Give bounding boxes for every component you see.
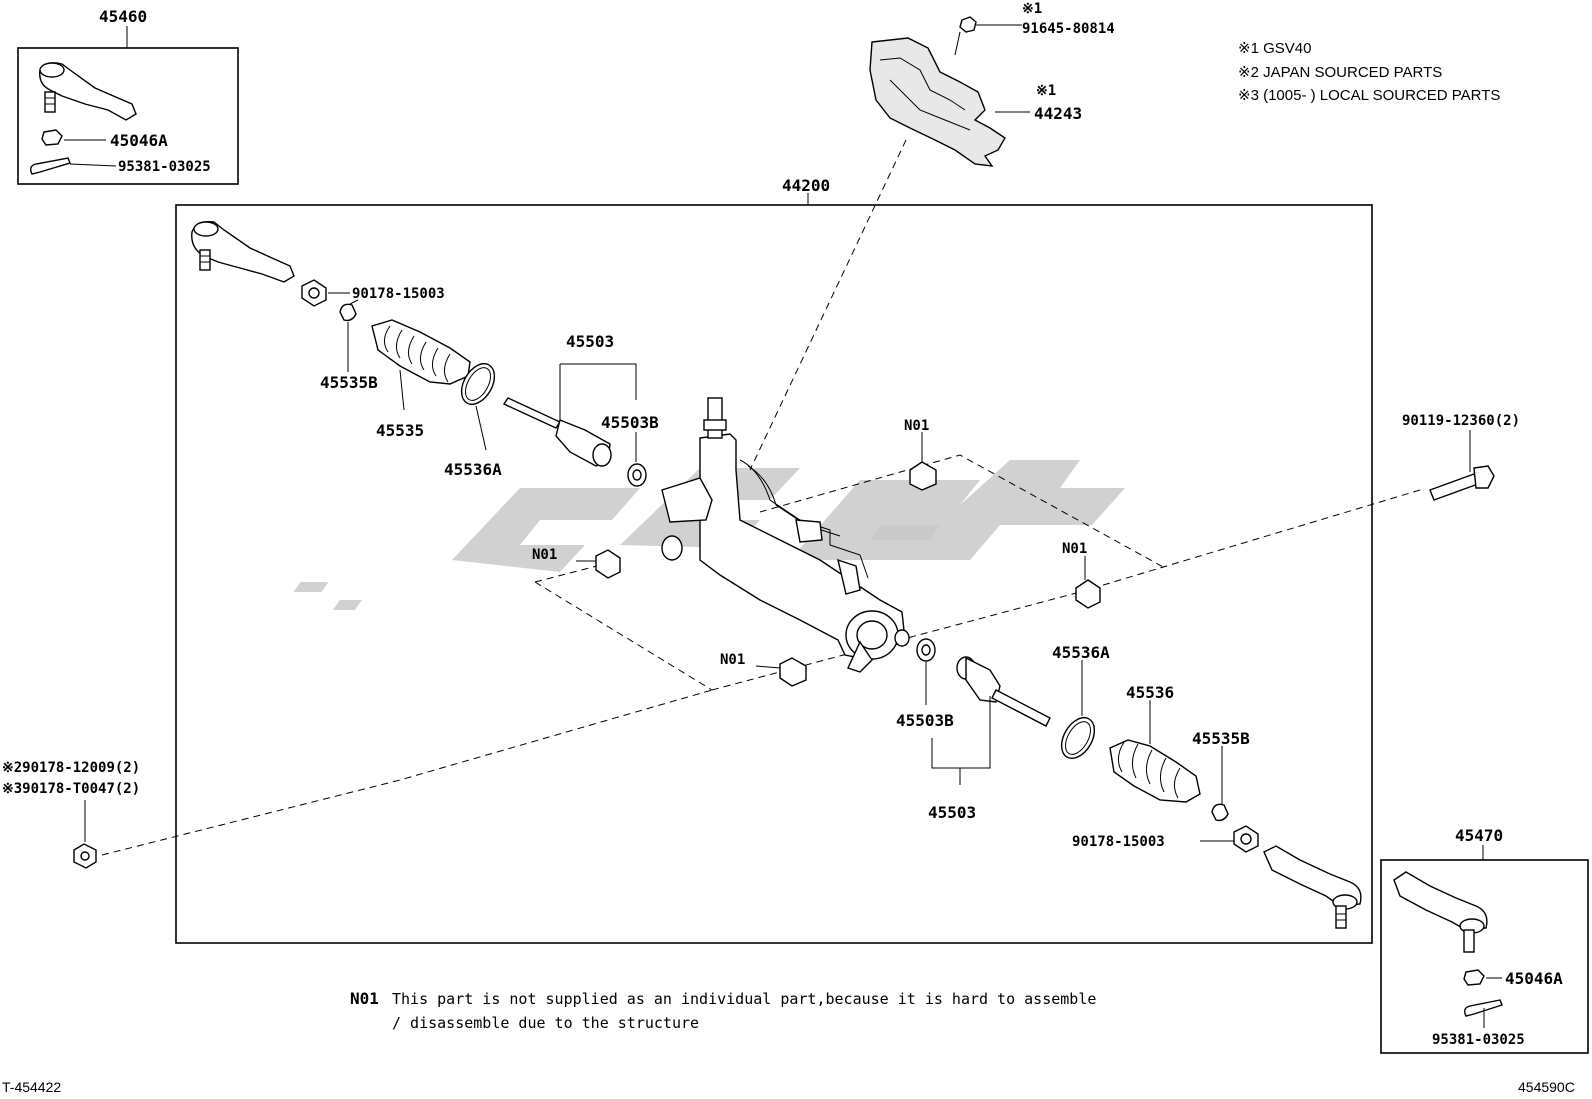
tie-rod-end-lh-drawing: [39, 62, 137, 121]
mount-nut-90178-drawing: [73, 843, 97, 869]
label-45536a-right: 45536A: [1052, 643, 1110, 662]
label-mount-nut-local: ※390178-T0047(2): [2, 781, 140, 797]
watermark-logo: [293, 460, 1125, 610]
label-90178-right: 90178-15003: [1072, 834, 1165, 850]
tie-rod-end-left-drawing: [191, 221, 295, 283]
label-45503-left: 45503: [566, 332, 614, 351]
label-mount-nut-jp: ※290178-12009(2): [2, 760, 140, 776]
label-44243-mark: ※1: [1036, 83, 1056, 99]
clip-45535b-right-drawing: [1211, 803, 1229, 822]
mount-bolt-90119-drawing: [1429, 465, 1495, 501]
box-45460: [17, 47, 239, 185]
label-n01-top: N01: [904, 418, 929, 434]
cotter-pin-lh-drawing: [29, 157, 71, 175]
label-45503b-right: 45503B: [896, 711, 954, 730]
washer-45503b-left-drawing: [627, 463, 647, 487]
boot-45535-left-drawing: [371, 319, 471, 385]
label-45503b-left: 45503B: [601, 413, 659, 432]
steering-gear-housing-drawing: [661, 397, 910, 673]
note-3: ※3 (1005- ) LOCAL SOURCED PARTS: [1238, 87, 1500, 104]
note-1: ※1 GSV40: [1238, 40, 1311, 57]
label-n01-left: N01: [532, 547, 557, 563]
footnote-code: N01: [350, 989, 379, 1008]
corner-id-right: 454590C: [1518, 1079, 1575, 1095]
box-44200: [175, 204, 1373, 944]
nut-90178-left-drawing: [301, 279, 327, 307]
label-44243: 44243: [1034, 104, 1082, 123]
label-45535b-left: 45535B: [320, 373, 378, 392]
band-45536a-left-drawing: [460, 363, 496, 405]
nut-45046a-lh-drawing: [41, 129, 63, 146]
label-95381-lh: 95381-03025: [118, 159, 211, 175]
rack-end-45503-right-drawing: [956, 656, 1051, 727]
label-45460: 45460: [99, 7, 147, 26]
label-95381-rh: 95381-03025: [1432, 1032, 1525, 1048]
label-45536a-left: 45536A: [444, 460, 502, 479]
rack-end-45503-left-drawing: [502, 397, 612, 467]
corner-id-left: T-454422: [2, 1079, 61, 1095]
box-45470: [1380, 859, 1589, 1054]
label-45536: 45536: [1126, 683, 1174, 702]
footnote-line-2: / disassemble due to the structure: [392, 1014, 699, 1032]
label-45046a-rh: 45046A: [1505, 969, 1563, 988]
washer-45503b-right-drawing: [916, 638, 936, 662]
bolt-91645-drawing: [959, 16, 977, 33]
heat-insulator-44243-drawing: [869, 37, 1006, 167]
label-91645: 91645-80814: [1022, 21, 1115, 37]
label-90178-left: 90178-15003: [352, 286, 445, 302]
note-2: ※2 JAPAN SOURCED PARTS: [1238, 64, 1442, 81]
n01-bushing-top-drawing: [909, 461, 937, 491]
band-45536a-right-drawing: [1060, 717, 1096, 759]
label-45046a-lh: 45046A: [110, 131, 168, 150]
tie-rod-end-rh-drawing: [1393, 871, 1488, 953]
tie-rod-end-right-drawing: [1263, 845, 1362, 929]
label-44200: 44200: [782, 176, 830, 195]
n01-bushing-left-drawing: [595, 549, 621, 579]
nut-45046a-rh-drawing: [1463, 969, 1485, 986]
footnote-line-1: This part is not supplied as an individu…: [392, 990, 1096, 1008]
label-n01-right: N01: [1062, 541, 1087, 557]
n01-bushing-bottom-drawing: [779, 657, 807, 687]
label-bolt-mark: ※1: [1022, 1, 1042, 17]
label-45503-right: 45503: [928, 803, 976, 822]
nut-90178-right-drawing: [1233, 825, 1259, 853]
cotter-pin-rh-drawing: [1463, 999, 1503, 1017]
label-45470: 45470: [1455, 826, 1503, 845]
label-90119: 90119-12360(2): [1402, 413, 1520, 429]
label-45535: 45535: [376, 421, 424, 440]
label-45535b-right: 45535B: [1192, 729, 1250, 748]
n01-bushing-right-drawing: [1075, 579, 1101, 609]
label-n01-bottom: N01: [720, 652, 745, 668]
boot-45536-right-drawing: [1109, 739, 1201, 803]
clip-45535b-left-drawing: [339, 299, 359, 322]
